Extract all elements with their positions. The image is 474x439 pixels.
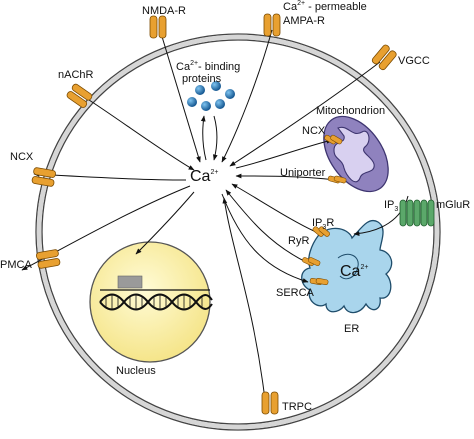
label-ca-center: Ca2+ [190, 168, 218, 185]
label-serca: SERCA [276, 287, 315, 299]
transporter-uniporter [327, 175, 347, 184]
label-vgcc: VGCC [398, 55, 430, 67]
channel-trpc [261, 391, 279, 415]
transporter-ip3r [312, 226, 331, 237]
transporter-serca [309, 278, 329, 285]
channel-nachr [66, 83, 93, 108]
label-binding-proteins: Ca2+- binding [176, 60, 240, 73]
cell-membrane [35, 33, 441, 431]
channel-pmca [36, 249, 61, 269]
dna-strand-1 [99, 293, 213, 311]
label-trpc: TRPC [282, 401, 312, 413]
label-nucleus: Nucleus [116, 365, 156, 377]
transporter-ryr [302, 257, 321, 266]
label-ip3: IP3 [384, 199, 398, 213]
channel-nmda [149, 15, 167, 39]
label-nmda: NMDA-R [142, 5, 186, 17]
channel-ncx-membrane [31, 167, 56, 187]
label-ampa: AMPA-R [283, 15, 325, 27]
label-mglur: mGluR [436, 199, 470, 211]
channel-ampa [263, 13, 281, 37]
label-ncx-mito: NCX [302, 125, 326, 137]
receptor-mglur [399, 199, 435, 227]
label-nachr: nAChR [58, 69, 94, 81]
flux-arrows [21, 29, 409, 393]
label-uniporter: Uniporter [280, 167, 326, 179]
label-proteins: proteins [182, 73, 222, 85]
channel-vgcc [371, 44, 397, 71]
label-ip3r: IP3R [312, 217, 334, 231]
label-er: ER [344, 323, 359, 335]
transporter-ncx-mito [324, 134, 343, 145]
label-ca-er: Ca2+ [340, 263, 368, 280]
label-ncx: NCX [10, 151, 34, 163]
label-pmca: PMCA [0, 259, 32, 271]
binding-proteins [187, 81, 235, 111]
nucleus [89, 241, 213, 363]
endoplasmic-reticulum [301, 219, 393, 314]
mitochondrion [323, 115, 389, 193]
label-ca-permeable: Ca2+ - permeable [283, 0, 367, 13]
dna-strand-2 [99, 293, 213, 311]
gene-box [117, 275, 143, 289]
label-ryr: RyR [288, 235, 309, 247]
label-mitochondrion: Mitochondrion [316, 105, 385, 117]
